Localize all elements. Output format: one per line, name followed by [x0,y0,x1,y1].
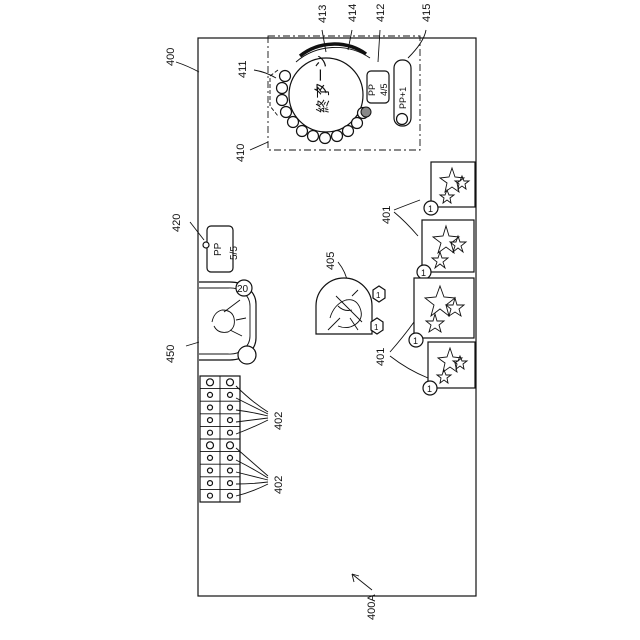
pp-status-dot [203,242,209,248]
orb [280,71,291,82]
pp-readout-value: 4/5 [379,83,389,96]
character-badge: 1 [376,291,381,300]
token [208,481,213,486]
label-character: 405 [325,252,337,270]
pp-status-label: PP [213,242,224,256]
arrow-screen-area [352,574,372,590]
label-avatar: 450 [165,345,177,363]
token [208,468,213,473]
orb [332,131,343,142]
token [228,455,233,460]
label-screen-area: 400A [366,594,378,620]
ring-outer-arc [300,44,366,56]
orb [281,107,292,118]
label-panel: 410 [235,144,247,162]
label-ring-outer: 413 [317,5,329,23]
leader-pp-readout [378,30,380,62]
pp-plus-knob [397,114,408,125]
card-cost: 1 [427,384,432,394]
orb [288,117,299,128]
leader-cards-d [390,356,428,378]
card-cost: 1 [421,268,426,278]
leader-cards-b [394,212,418,236]
label-pp-readout: 412 [375,4,387,22]
leaders-tokens-upper [236,386,268,434]
label-tokens-upper: 402 [273,412,285,430]
hand-card-1[interactable]: 1 [424,162,475,215]
token [228,430,233,435]
label-ring-inner: 414 [347,4,359,22]
leader-pp-card [190,222,204,240]
orb [297,126,308,137]
label-cards: 401 [381,206,393,224]
orb [320,133,331,144]
card-cost: 1 [428,204,433,214]
label-pp-card: 420 [171,214,183,232]
token [208,392,213,397]
token [228,468,233,473]
token [208,418,213,423]
token [208,455,213,460]
pp-plus-button-label: PP+1 [398,87,408,109]
orb [308,131,319,142]
pp-status-value: 5/5 [229,246,240,260]
orb [343,126,354,137]
orb-filled [361,107,371,117]
token [227,442,234,449]
label-pp-plus: 415 [421,4,433,22]
card-cost: 1 [413,336,418,346]
character-badge: 1 [374,323,379,332]
token [207,379,214,386]
dial-end-text: 終了 [315,85,331,113]
battle-character[interactable]: 1 1 [316,278,385,334]
label-orbs: 411 [237,60,249,78]
label-tokens-lower: 402 [273,476,285,494]
label-screen: 400 [165,48,177,66]
leader-screen [176,62,199,72]
token [228,481,233,486]
leader-cards-a [394,200,420,210]
leaders-tokens-lower [236,448,268,496]
orb [352,118,363,129]
token [228,493,233,498]
token [207,442,214,449]
leader-pp-plus [408,30,426,58]
hand-card-4[interactable]: 1 [423,342,475,395]
token [228,392,233,397]
pp-readout-label: PP [367,84,377,96]
avatar-orb [238,346,256,364]
token [208,430,213,435]
token [228,405,233,410]
token [208,405,213,410]
label-cards-lower: 401 [375,348,387,366]
avatar-health: 20 [237,284,249,295]
leader-avatar[interactable]: 20 [199,280,256,364]
hand-card-3[interactable]: 1 [409,278,474,347]
token [227,379,234,386]
token [228,418,233,423]
leader-panel [250,142,268,150]
orb [277,95,288,106]
hand-card-2[interactable]: 1 [417,220,474,279]
orb [277,83,288,94]
token [208,493,213,498]
